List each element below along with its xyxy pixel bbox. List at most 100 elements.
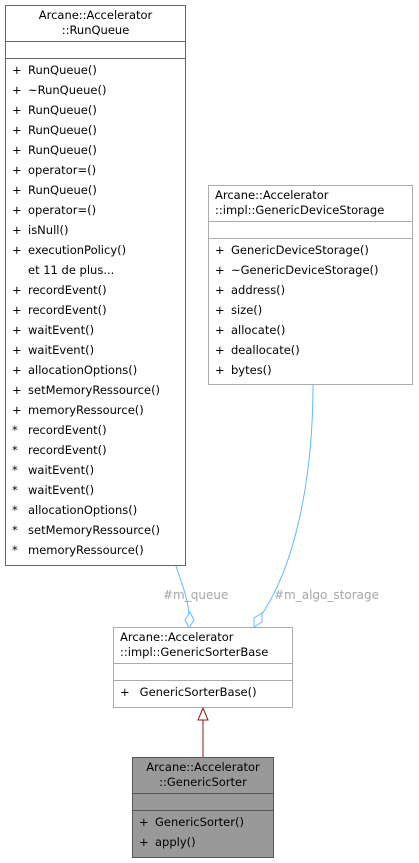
run-queue-class[interactable]: Arcane::Accelerator ::RunQueue +RunQueue… [5,5,186,566]
visibility-symbol: * [12,543,18,557]
method-row[interactable]: *waitEvent() [6,480,185,500]
method-row[interactable]: +recordEvent() [6,280,185,300]
generic-sorter-base-methods: + GenericSorterBase() [114,680,292,705]
method-name: recordEvent() [28,423,107,437]
visibility-symbol: * [12,443,18,457]
m-queue-label: #m_queue [163,588,229,602]
visibility-symbol: + [120,685,130,699]
visibility-symbol: + [215,323,225,337]
method-name: address() [231,283,286,297]
visibility-symbol: + [12,383,22,397]
method-row[interactable]: +RunQueue() [6,60,185,80]
method-row[interactable]: + waitEvent() [6,320,185,340]
method-name: GenericSorter() [155,815,244,829]
method-name: GenericSorterBase() [136,685,257,699]
method-row[interactable]: + ~RunQueue() [6,80,185,100]
method-row[interactable]: +operator=() [6,160,185,180]
method-row[interactable]: +allocationOptions() [6,360,185,380]
method-name: allocationOptions() [28,363,138,377]
m-algo-storage-aggregation-diamond [253,612,263,628]
visibility-symbol: + [12,243,22,257]
method-name: et 11 de plus... [28,263,115,277]
visibility-symbol: + [12,323,22,337]
method-row[interactable]: + isNull() [6,220,185,240]
method-row[interactable]: +~GenericDeviceStorage() [209,260,412,280]
method-row[interactable]: +operator=() [6,200,185,220]
method-name: RunQueue() [28,183,97,197]
method-row[interactable]: + setMemoryRessource() [6,380,185,400]
visibility-symbol: + [12,403,22,417]
method-name: operator=() [28,163,97,177]
generic-sorter-class[interactable]: Arcane::Accelerator ::GenericSorter + Gen… [132,757,274,858]
generic-sorter-base-title: Arcane::Accelerator ::impl::GenericSorte… [120,630,269,659]
method-name: setMemoryRessource() [28,523,161,537]
run-queue-methods: +RunQueue()+~RunQueue()+RunQueue()+RunQu… [6,58,185,563]
generic-sorter-attributes [133,793,273,810]
method-name: allocate() [231,323,286,337]
method-name: recordEvent() [28,303,107,317]
method-row[interactable]: +size() [209,300,412,320]
method-row[interactable]: *recordEvent() [6,440,185,460]
visibility-symbol: + [12,83,22,97]
visibility-symbol: + [12,283,22,297]
visibility-symbol: + [215,343,225,357]
method-name: ~RunQueue() [28,83,107,97]
generic-sorter-base-class[interactable]: Arcane::Accelerator ::impl::GenericSorte… [113,627,293,708]
method-row[interactable]: * memoryRessource() [6,540,185,560]
method-row[interactable]: + GenericSorterBase() [114,682,292,702]
method-name: memoryRessource() [28,543,144,557]
method-row[interactable]: + recordEvent() [6,300,185,320]
method-row[interactable]: *waitEvent() [6,460,185,480]
method-name: memoryRessource() [28,403,144,417]
generic-device-storage-methods: + GenericDeviceStorage() +~GenericDeviceSt… [209,238,412,383]
method-row[interactable]: + allocate() [209,320,412,340]
method-row[interactable]: + GenericSorter() [133,812,273,832]
method-row[interactable]: *setMemoryRessource() [6,520,185,540]
visibility-symbol: + [139,815,149,829]
m-algo-storage-label: #m_algo_storage [274,588,379,602]
m-queue-association-edge [175,565,190,616]
method-name: waitEvent() [28,343,95,357]
method-name: isNull() [28,223,69,237]
method-name: RunQueue() [28,63,97,77]
method-row[interactable]: +RunQueue() [6,180,185,200]
method-name: bytes() [231,363,272,377]
generic-device-storage-class[interactable]: Arcane::Accelerator ::impl::GenericDevic… [208,185,413,385]
visibility-symbol: + [12,143,22,157]
m-algo-storage-association-edge [261,384,314,615]
run-queue-attributes [6,41,185,58]
method-row[interactable]: *allocationOptions() [6,500,185,520]
visibility-symbol: + [215,263,225,277]
method-name: GenericDeviceStorage() [231,243,369,257]
method-name: operator=() [28,203,97,217]
method-row[interactable]: +RunQueue() [6,140,185,160]
inheritance-arrowhead [197,706,209,721]
visibility-symbol: + [215,283,225,297]
method-row[interactable]: +bytes() [209,360,412,380]
method-name: deallocate() [231,343,300,357]
m-queue-aggregation-diamond [184,610,195,630]
visibility-symbol: + [12,343,22,357]
method-name: waitEvent() [28,323,95,337]
method-name: allocationOptions() [28,503,138,517]
generic-sorter-title: Arcane::Accelerator ::GenericSorter [146,760,260,789]
method-row[interactable]: * recordEvent() [6,420,185,440]
method-row[interactable]: +executionPolicy() [6,240,185,260]
method-row[interactable]: + waitEvent() [6,340,185,360]
method-row[interactable]: + memoryRessource() [6,400,185,420]
method-row[interactable]: +apply() [133,832,273,852]
visibility-symbol: + [215,243,225,257]
method-row[interactable]: +RunQueue() [6,100,185,120]
method-row[interactable]: + deallocate() [209,340,412,360]
method-name: setMemoryRessource() [28,383,161,397]
method-row[interactable]: et 11 de plus... [6,260,185,280]
method-row[interactable]: + address() [209,280,412,300]
generic-device-storage-title: Arcane::Accelerator ::impl::GenericDevic… [215,188,385,217]
visibility-symbol: + [12,303,22,317]
method-row[interactable]: +RunQueue() [6,120,185,140]
visibility-symbol: * [12,423,18,437]
visibility-symbol: + [12,123,22,137]
visibility-symbol: + [12,223,22,237]
method-row[interactable]: + GenericDeviceStorage() [209,240,412,260]
